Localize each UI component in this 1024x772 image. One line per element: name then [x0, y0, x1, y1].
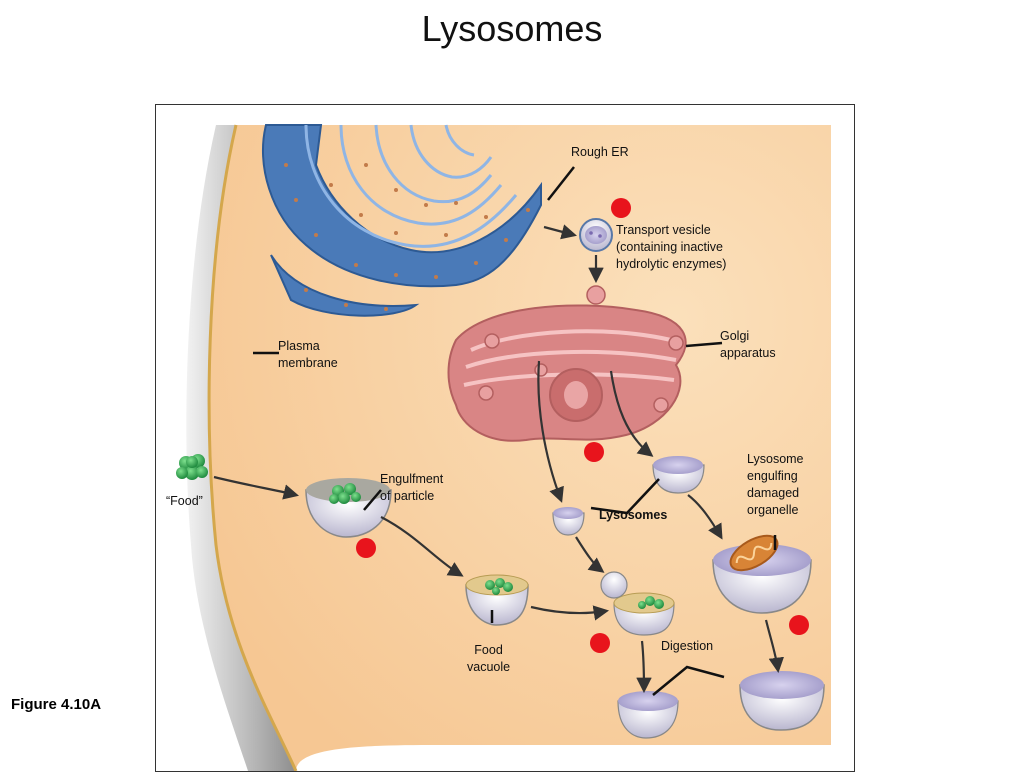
rough-er: [262, 124, 542, 317]
label-plasma-membrane: Plasma membrane: [278, 339, 338, 370]
cytoplasm: [209, 125, 832, 771]
fusing-vacuole: [600, 571, 675, 636]
membrane-outer: [186, 125, 296, 771]
lysosome-small: [552, 507, 585, 536]
lysosome-diagram: [156, 105, 832, 771]
label-lysosome-engulfing: Lysosome engulfing damaged organelle: [747, 452, 804, 517]
transport-vesicle: [579, 218, 613, 252]
mitochondrion: [729, 534, 779, 572]
food-vacuole: [465, 574, 529, 626]
slide-title: Lysosomes: [421, 8, 603, 49]
label-food-vacuole: Food vacuole: [467, 643, 511, 674]
label-rough-er: Rough ER: [571, 145, 629, 159]
digested-vacuole: [617, 691, 679, 739]
process-arrows: [213, 224, 785, 694]
lysosome-top: [652, 456, 705, 494]
leader-lines: [253, 166, 777, 696]
figure-label: Figure 4.10A: [11, 696, 102, 713]
step-markers: [356, 198, 809, 653]
digested-organelle-vacuole: [739, 671, 825, 731]
golgi-apparatus: [447, 285, 687, 442]
label-transport-vesicle: Transport vesicle (containing inactive h…: [616, 223, 727, 271]
label-golgi: Golgi apparatus: [720, 329, 776, 360]
label-engulfment: Engulfment of particle: [380, 472, 444, 503]
diagram-frame: Rough ER Transport vesicle (containing i…: [155, 104, 855, 772]
label-lysosomes: Lysosomes: [599, 508, 668, 522]
label-food: “Food”: [166, 494, 203, 508]
label-digestion: Digestion: [661, 639, 714, 653]
food-particle: [176, 454, 208, 480]
lysosome-engulfing: [712, 534, 812, 614]
plasma-membrane-shape: [156, 105, 276, 771]
